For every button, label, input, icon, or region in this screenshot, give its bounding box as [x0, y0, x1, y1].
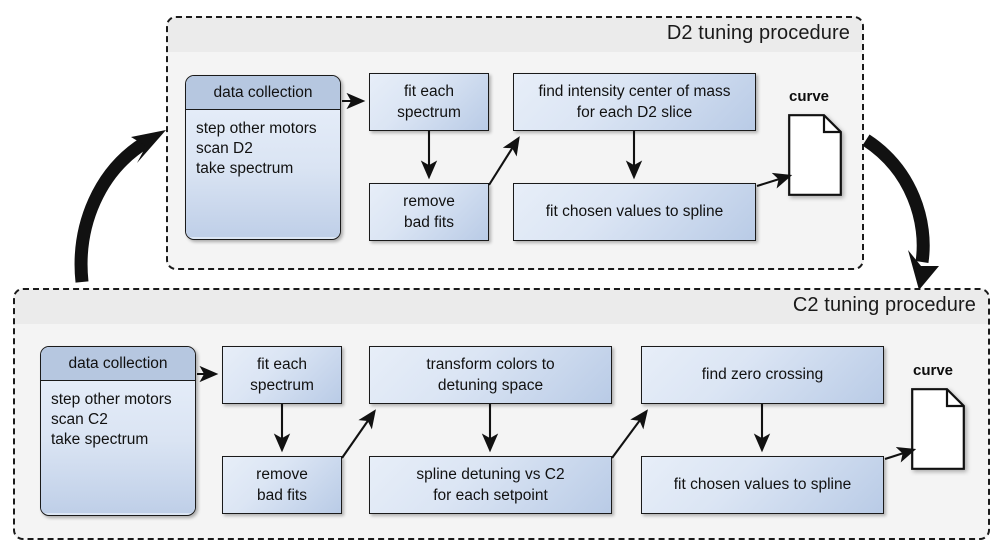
panel-c2-title: C2 tuning procedure [792, 294, 976, 316]
panel-d2-title: D2 tuning procedure [666, 22, 850, 44]
d2-step-find-intensity-center-of-mass[interactable]: find intensity center of mass for each D… [513, 73, 756, 131]
c2-data-collection-object[interactable]: data collection step other motors scan C… [40, 346, 196, 516]
c2-data-collection-header: data collection [41, 347, 195, 381]
feedback-arrow-d2-to-c2-head [908, 250, 939, 290]
feedback-arrow-d2-to-c2 [862, 134, 930, 263]
c2-step-find-zero-crossing[interactable]: find zero crossing [641, 346, 884, 404]
c2-step-fit-chosen-values-to-spline[interactable]: fit chosen values to spline [641, 456, 884, 514]
c2-data-collection-body: step other motors scan C2 take spectrum [41, 381, 195, 514]
d2-step-fit-chosen-values-to-spline[interactable]: fit chosen values to spline [513, 183, 756, 241]
d2-data-collection-body: step other motors scan D2 take spectrum [186, 110, 340, 238]
d2-output-curve-label: curve [789, 88, 830, 105]
c2-data-collection-line-2: scan C2 [51, 411, 108, 429]
d2-data-collection-object[interactable]: data collection step other motors scan D… [185, 75, 341, 240]
c2-output-curve-label: curve [913, 362, 954, 379]
panel-d2-title-bar [168, 18, 862, 52]
panel-c2-title-bar [15, 290, 988, 324]
feedback-arrow-c2-to-d2-head [131, 130, 166, 163]
d2-data-collection-header: data collection [186, 76, 340, 110]
d2-step-remove-bad-fits[interactable]: remove bad fits [369, 183, 489, 241]
c2-step-transform-colors-to-detuning-space[interactable]: transform colors to detuning space [369, 346, 612, 404]
d2-data-collection-line-2: scan D2 [196, 140, 253, 158]
c2-step-remove-bad-fits[interactable]: remove bad fits [222, 456, 342, 514]
d2-step-fit-each-spectrum[interactable]: fit each spectrum [369, 73, 489, 131]
c2-output-document-icon [911, 388, 965, 470]
d2-output-document-icon [788, 114, 842, 196]
d2-data-collection-line-3: take spectrum [196, 160, 294, 178]
d2-data-collection-line-1: step other motors [196, 120, 317, 137]
c2-step-spline-detuning-vs-c2[interactable]: spline detuning vs C2 for each setpoint [369, 456, 612, 514]
feedback-arrow-c2-to-d2 [74, 136, 150, 283]
c2-step-fit-each-spectrum[interactable]: fit each spectrum [222, 346, 342, 404]
c2-data-collection-line-1: step other motors [51, 391, 172, 408]
c2-data-collection-line-3: take spectrum [51, 431, 149, 449]
